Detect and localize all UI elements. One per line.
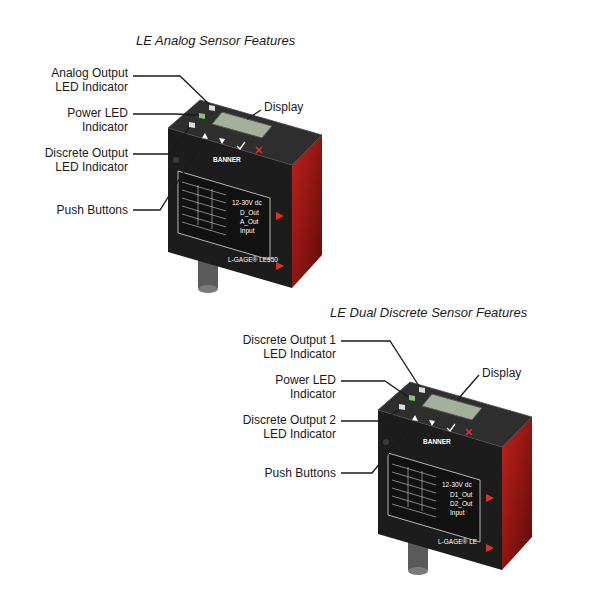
- callout-label: Discrete Output LED Indicator: [38, 146, 128, 174]
- housing-text: 12-30V dc: [442, 481, 472, 488]
- housing-text: D1_Out: [450, 491, 472, 498]
- callout-label: Analog Output LED Indicator: [38, 66, 128, 94]
- housing-text: Input: [240, 227, 254, 234]
- leader-lines: [133, 76, 479, 473]
- housing-text: A_Out: [240, 218, 258, 225]
- housing-text: L-GAGE® LE550: [228, 256, 278, 263]
- housing-text: BANNER: [423, 438, 451, 445]
- section-title: LE Dual Discrete Sensor Features: [330, 306, 527, 320]
- housing-text: D2_Out: [450, 500, 472, 507]
- callout-label: Power LED Indicator: [38, 106, 128, 134]
- callout-label: Display: [264, 100, 303, 114]
- callout-label: Push Buttons: [38, 203, 128, 217]
- housing-text: 12-30V dc: [232, 199, 262, 206]
- callout-label: Push Buttons: [232, 466, 336, 480]
- dual-discrete-sensor: [378, 382, 532, 575]
- callout-label: Display: [482, 366, 521, 380]
- housing-text: L-GAGE® LE: [438, 538, 477, 545]
- analog-sensor: [168, 100, 322, 293]
- section-title: LE Analog Sensor Features: [136, 34, 295, 48]
- callout-label: Power LED Indicator: [232, 373, 336, 401]
- housing-text: BANNER: [213, 156, 241, 163]
- callout-label: Discrete Output 2 LED Indicator: [232, 413, 336, 441]
- housing-text: D_Out: [240, 209, 259, 216]
- callout-label: Discrete Output 1 LED Indicator: [232, 333, 336, 361]
- housing-text: Input: [450, 509, 464, 516]
